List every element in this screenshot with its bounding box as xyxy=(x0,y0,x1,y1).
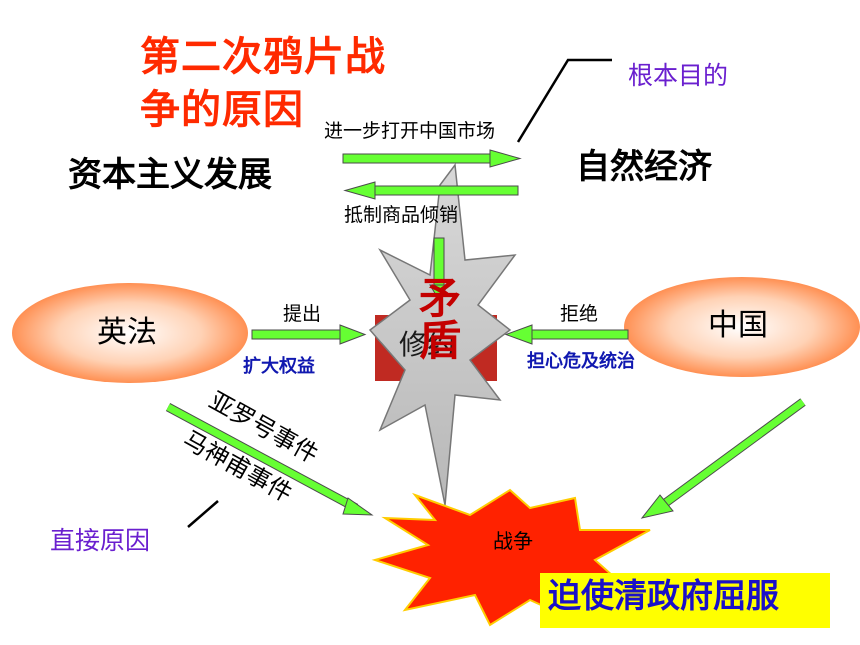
fundamental-purpose-pointer xyxy=(516,58,612,143)
direct-cause-label: 直接原因 xyxy=(50,526,151,555)
arrow-propose xyxy=(251,324,367,345)
title-line-1: 第二次鸦片战 xyxy=(140,34,386,80)
resist-goods-label: 抵制商品倾销 xyxy=(344,204,459,226)
arrow-open-market xyxy=(342,149,522,168)
conflict-starburst xyxy=(368,163,517,506)
conflict-label: 矛盾 xyxy=(418,274,461,365)
propose-label: 提出 xyxy=(283,303,322,325)
arrow-china-to-war xyxy=(640,398,806,519)
open-market-label: 进一步打开中国市场 xyxy=(324,120,496,142)
britain-france-oval xyxy=(12,283,248,383)
fundamental-purpose-label: 根本目的 xyxy=(628,61,729,90)
result-label: 迫使清政府屈服 xyxy=(548,576,779,615)
capitalism-node: 资本主义发展 xyxy=(68,155,272,195)
britain-france-label: 英法 xyxy=(97,315,157,350)
arrow-incidents-to-war xyxy=(165,403,374,516)
natural-economy-node: 自然经济 xyxy=(576,147,712,187)
worry-rule-label: 担心危及统治 xyxy=(527,351,635,372)
title-line-2: 争的原因 xyxy=(140,87,304,133)
refuse-label: 拒绝 xyxy=(560,303,599,325)
expand-rights-label: 扩大权益 xyxy=(243,356,315,377)
revise-label: 修约 xyxy=(399,328,456,361)
china-oval xyxy=(624,277,860,377)
war-label: 战争 xyxy=(493,529,533,553)
direct-cause-pointer xyxy=(187,500,219,528)
arrow-refuse xyxy=(504,324,629,345)
china-label: 中国 xyxy=(708,308,768,343)
arrow-down-to-conflict xyxy=(429,237,449,301)
arrow-resist-goods xyxy=(343,181,519,200)
result-box xyxy=(540,573,830,628)
